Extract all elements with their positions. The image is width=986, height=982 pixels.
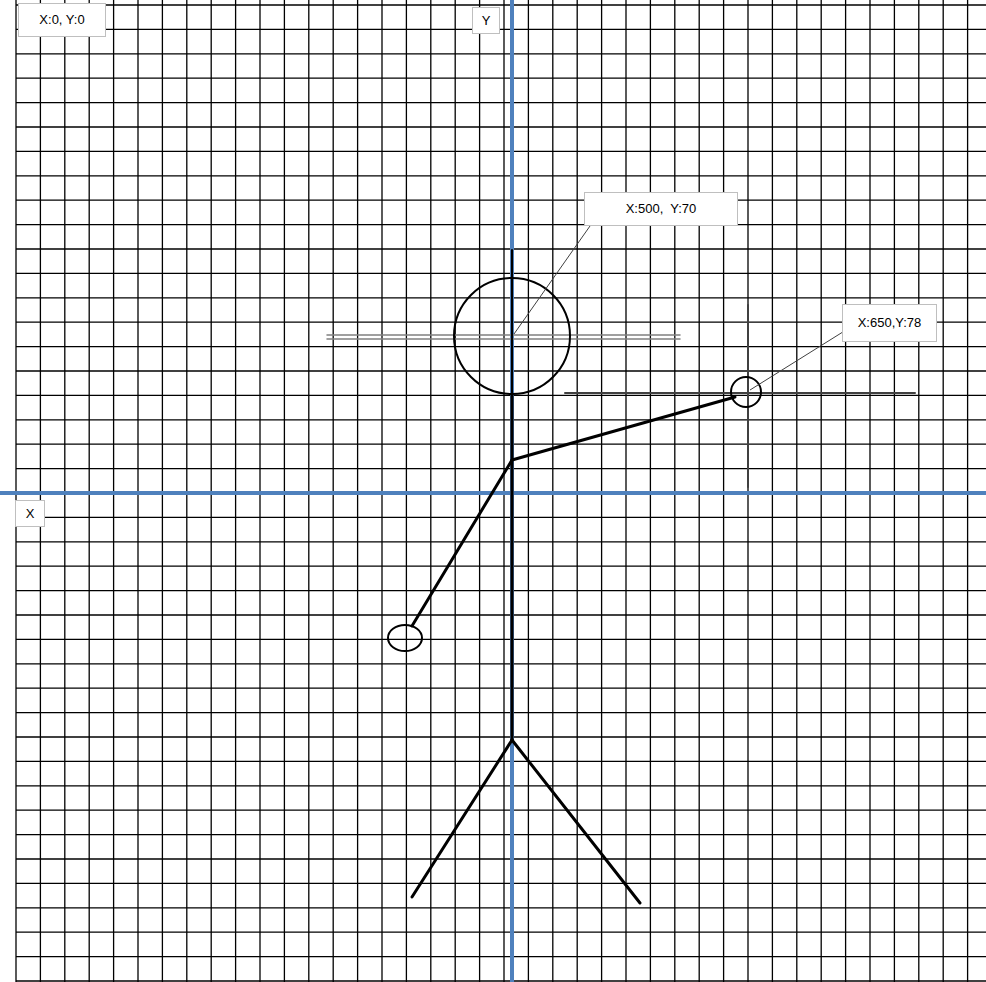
stick-figure: [327, 250, 915, 903]
callout-box: X:500, Y:70: [584, 192, 738, 226]
leader-lines: [514, 226, 846, 390]
coordinate-label: X:500, Y:70: [626, 201, 697, 217]
coordinate-label: Y: [482, 13, 491, 29]
coordinate-label: X:650,Y:78: [858, 315, 922, 331]
y-axis: [510, 0, 514, 982]
callout-box: Y: [472, 7, 500, 34]
callout-box: X: [15, 500, 45, 527]
callout-box: X:0, Y:0: [18, 3, 106, 37]
callout-box: X:650,Y:78: [842, 304, 937, 342]
coordinate-label: X: [26, 506, 35, 522]
coordinate-label: X:0, Y:0: [39, 12, 84, 28]
